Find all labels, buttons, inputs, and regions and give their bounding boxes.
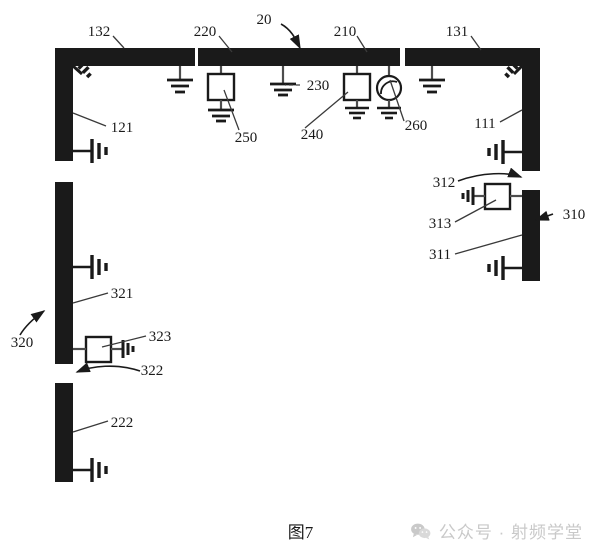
bar-left-upper-121: [55, 48, 73, 161]
ref-numeral-312: 312: [433, 175, 456, 191]
ref-numeral-131: 131: [446, 24, 469, 40]
bar-right-lower-311: [522, 190, 540, 281]
ground-corner-topleft-stem: [72, 64, 83, 76]
ref-numeral-323: 323: [149, 329, 172, 345]
component-box-323: [73, 335, 135, 364]
ref-numeral-220: 220: [194, 24, 217, 40]
bar-top-right-131: [405, 48, 540, 66]
ref-numeral-322: 322: [141, 363, 164, 379]
ref-numeral-311: 311: [429, 247, 451, 263]
leader-321: [72, 292, 109, 304]
arrow-322: [75, 362, 141, 373]
reference-numerals-group: 20 132 220 210 131 121 250 230 240 260 1…: [11, 12, 586, 431]
ground-under-132-icon: [167, 66, 193, 94]
figure-caption: 图7: [287, 523, 314, 542]
leader-311: [454, 234, 523, 255]
leader-lines-group: [72, 35, 523, 433]
leader-210: [356, 35, 368, 53]
component-box-240: [342, 66, 372, 120]
ground-230-icon: [270, 66, 296, 97]
bar-left-middle-321: [55, 182, 73, 364]
watermark: 公众号 · 射频学堂: [410, 518, 583, 543]
ground-corner-topright-icon: [504, 59, 519, 79]
ref-numeral-210: 210: [334, 24, 357, 40]
arrow-310: [534, 210, 554, 221]
source-circle-260: [375, 66, 403, 120]
watermark-text: 公众号 · 射频学堂: [438, 523, 583, 542]
bar-left-lower-222: [55, 383, 73, 482]
ground-321-mid-icon: [73, 255, 108, 279]
leader-240: [304, 91, 349, 129]
leader-222: [72, 420, 109, 433]
ground-111-bottom-icon: [487, 140, 522, 164]
ref-numeral-260: 260: [405, 118, 428, 134]
leader-250: [223, 89, 240, 131]
ground-corner-topright-stem: [512, 64, 524, 76]
wechat-icon: [410, 522, 432, 540]
ref-numeral-320: 320: [11, 335, 34, 351]
ground-222-bottom-icon: [73, 458, 108, 482]
leader-323: [101, 335, 147, 348]
leader-220: [218, 35, 233, 53]
ref-numeral-222: 222: [111, 415, 134, 431]
leader-313: [454, 199, 497, 223]
ref-numeral-20: 20: [257, 12, 272, 28]
ground-under-131-icon: [419, 66, 445, 94]
component-box-313: [461, 182, 522, 211]
ref-numeral-132: 132: [88, 24, 111, 40]
ground-corner-topleft-icon: [77, 59, 92, 79]
ref-numeral-250: 250: [235, 130, 258, 146]
arrow-20: [280, 23, 301, 50]
leader-260: [389, 79, 405, 122]
leader-131: [470, 35, 482, 51]
ref-numeral-313: 313: [429, 216, 452, 232]
arrow-312: [457, 167, 523, 182]
bar-right-upper-111: [522, 48, 540, 171]
ground-121-bottom-icon: [73, 139, 108, 163]
ref-numeral-121: 121: [111, 120, 134, 136]
ref-numeral-310: 310: [563, 207, 586, 223]
bar-top-left-132: [55, 48, 195, 66]
ref-numeral-240: 240: [301, 127, 324, 143]
arrow-320: [19, 310, 46, 336]
ref-numeral-321: 321: [111, 286, 134, 302]
ref-numeral-230: 230: [307, 78, 330, 94]
ground-311-bottom-icon: [487, 256, 522, 280]
component-box-250: [206, 66, 236, 123]
bar-top-center-220-210: [198, 48, 400, 66]
leader-132: [112, 35, 125, 49]
leader-121: [72, 112, 107, 127]
ref-numeral-111: 111: [474, 116, 495, 132]
arrow-leaders-group: [19, 23, 554, 373]
leader-111: [499, 109, 523, 123]
